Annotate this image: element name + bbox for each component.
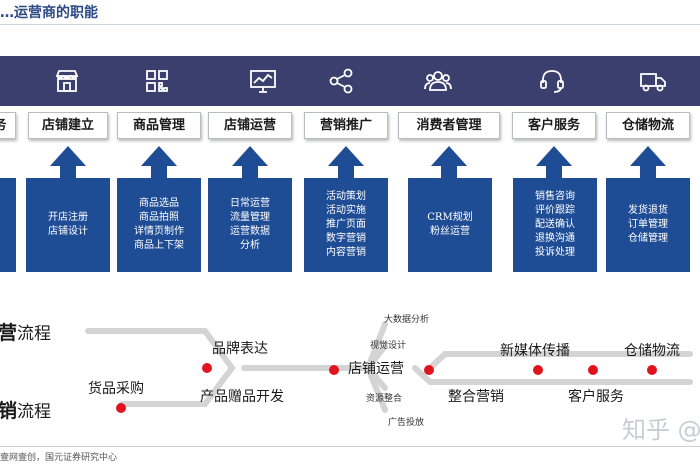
category-customer-service: 客户服务 (512, 112, 596, 139)
up-arrow (431, 146, 467, 180)
up-arrow (328, 146, 364, 180)
icon-banner (0, 56, 700, 106)
flow-dot (533, 365, 543, 375)
truck-icon (638, 66, 668, 96)
category-store-setup: 店铺建立 (28, 112, 108, 139)
flow-dot (647, 365, 657, 375)
detail-box-store-setup: 开店注册 店铺设计 (26, 178, 110, 272)
up-arrow (630, 146, 666, 180)
detail-box-product-mgmt: 商品选品 商品拍照 详情页制作 商品上下架 (117, 178, 201, 272)
row2-label: 销流程 (0, 401, 52, 422)
users-icon (423, 66, 453, 96)
category-product-mgmt: 商品管理 (117, 112, 201, 139)
step-product-dev: 产品赠品开发 (200, 388, 284, 404)
connector-bottom (412, 365, 693, 385)
source-note: 壹网壹创，国元证券研究中心 (0, 453, 118, 463)
step-purchase: 货品采购 (88, 380, 144, 396)
share-icon (326, 66, 356, 96)
shop-icon (52, 66, 82, 96)
step-customer: 客户服务 (568, 388, 624, 404)
up-arrow (141, 146, 177, 180)
step-brand: 品牌表达 (212, 340, 268, 356)
step-store-ops: 店铺运营 (348, 360, 404, 376)
process-flow-diagram: 营流程 销流程 品牌表达 货品采购 产品赠品开发 店铺运营 大数据分析 视觉设计… (0, 296, 700, 446)
flow-dot (329, 365, 339, 375)
step-ads: 广告投放 (388, 417, 425, 427)
monitor-chart-icon (248, 66, 278, 96)
qr-grid-icon (142, 66, 172, 96)
flow-dot (424, 365, 434, 375)
detail-box-marketing: 活动策划 活动实施 推广页面 数字营销 内容营销 (304, 178, 388, 272)
title-divider (0, 24, 700, 25)
step-visual: 视觉设计 (370, 340, 407, 350)
page-title: …运营商的职能 (0, 5, 98, 21)
flow-dot (116, 403, 126, 413)
footer-divider (0, 446, 700, 447)
flow-connectors (85, 321, 693, 413)
detail-box-partial (0, 178, 16, 272)
step-integrated: 整合营销 (448, 388, 504, 404)
category-consumer-mgmt: 消费者管理 (398, 112, 500, 139)
connector-top (427, 351, 693, 371)
category-marketing: 营销推广 (304, 112, 388, 139)
headset-icon (537, 66, 567, 96)
detail-box-store-ops: 日常运营 流量管理 运营数据 分析 (208, 178, 292, 272)
step-bigdata: 大数据分析 (384, 314, 430, 324)
up-arrow (536, 146, 572, 180)
step-resource: 资源整合 (366, 393, 403, 403)
zhihu-watermark: 知乎 @ (622, 416, 700, 444)
detail-box-logistics: 发货退货 订单管理 仓储管理 (606, 178, 690, 272)
flow-dot (588, 365, 598, 375)
detail-box-customer-service: 销售咨询 评价跟踪 配送确认 退换沟通 投诉处理 (513, 178, 597, 272)
flow-dot (202, 363, 212, 373)
step-logistics: 仓储物流 (624, 342, 680, 358)
step-new-media: 新媒体传播 (500, 342, 570, 358)
category-logistics: 仓储物流 (606, 112, 690, 139)
up-arrow (50, 146, 86, 180)
connector-fan (365, 321, 388, 413)
row1-label: 营流程 (0, 323, 52, 344)
up-arrow (232, 146, 268, 180)
connector-left (85, 328, 236, 407)
detail-box-consumer-mgmt: CRM规划 粉丝运营 (408, 178, 492, 272)
category-partial: 务 (0, 112, 16, 139)
category-store-ops: 店铺运营 (208, 112, 292, 139)
